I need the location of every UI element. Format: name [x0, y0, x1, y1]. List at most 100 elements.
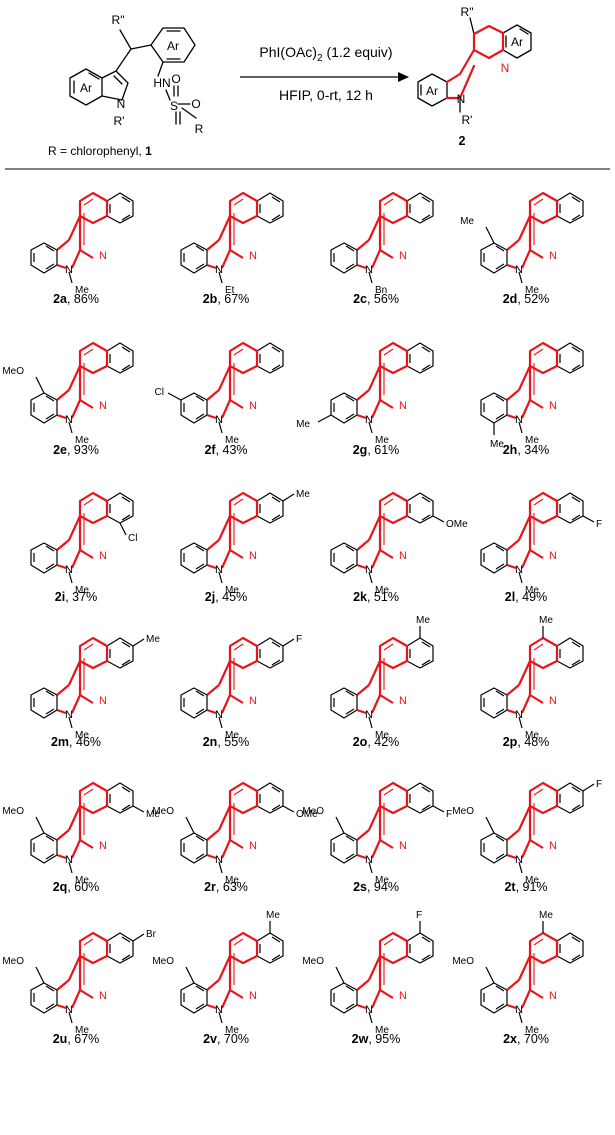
indoloquinoline-core [29, 491, 135, 585]
n-substituent-label: Me [75, 585, 89, 596]
compound-yield: , 49% [515, 590, 548, 604]
indoloquinoline-core [29, 931, 135, 1025]
ring-nitrogen-label: N [549, 840, 557, 852]
indoloquinoline-core [29, 781, 135, 875]
indole-nitrogen-label: N [515, 564, 523, 576]
indole-nitrogen-label: N [215, 264, 223, 276]
indole-nitrogen-label: N [65, 709, 73, 721]
compound-yield: , 95% [368, 1032, 401, 1046]
start-id: 1 [145, 144, 152, 158]
compound-caption-2b: 2b, 67% [203, 292, 250, 306]
compound-caption-2i: 2i, 37% [55, 590, 97, 604]
n-substituent-label: Me [525, 730, 539, 741]
indole-nitrogen-label: N [515, 709, 523, 721]
indole-nitrogen-label: N [215, 709, 223, 721]
substituent-bond [185, 966, 195, 984]
compound-yield: , 51% [366, 590, 399, 604]
compound-id: 2g [352, 443, 368, 457]
compound-id: 2m [50, 735, 70, 749]
compound-yield: , 42% [367, 735, 400, 749]
compound-caption-2f: 2f, 43% [204, 443, 247, 457]
n-substituent-label: Me [225, 1025, 239, 1036]
indole-nitrogen-label: N [65, 564, 73, 576]
r-definition: R = chlorophenyl, 1 [48, 144, 152, 158]
indoloquinoline-core [329, 781, 435, 875]
label-r: R [195, 122, 204, 136]
ring-nitrogen-label: N [249, 400, 257, 412]
substituent-bond [317, 414, 332, 423]
substituent-bond [432, 805, 445, 813]
substituent-bond [282, 638, 295, 647]
ring-nitrogen-label: N [249, 550, 257, 562]
compound-caption-2s: 2s, 94% [353, 880, 399, 894]
label-r1: R' [114, 114, 125, 128]
indoloquinoline-core [29, 191, 135, 285]
indole-nitrogen-label: N [215, 564, 223, 576]
substituent-bond [485, 816, 495, 834]
indoloquinoline-core [329, 491, 435, 585]
compound-yield: , 91% [515, 880, 548, 894]
compound-id: 2k [353, 590, 367, 604]
conditions-label: HFIP, 0-rt, 12 h [279, 87, 373, 103]
n-substituent-label: Me [375, 435, 389, 446]
indoloquinoline-core [179, 491, 285, 585]
compound-caption-2c: 2c, 56% [353, 292, 399, 306]
compound-caption-2u: 2u, 67% [53, 1032, 100, 1046]
ring-nitrogen-label: N [399, 400, 407, 412]
compound-caption-2o: 2o, 42% [353, 735, 400, 749]
indole-nitrogen-label: N [215, 414, 223, 426]
p-label-r2: R" [461, 5, 474, 19]
n-substituent-label: Me [525, 875, 539, 886]
indole-nitrogen-label: N [65, 414, 73, 426]
ring-nitrogen-label: N [99, 840, 107, 852]
n-substituent-label: Me [375, 875, 389, 886]
compound-yield: , 67% [67, 1032, 100, 1046]
compound-caption-2e: 2e, 93% [53, 443, 99, 457]
indoloquinoline-core [329, 636, 435, 730]
substituent-label: F [446, 809, 452, 820]
substituent-bond [485, 226, 495, 244]
substituent-label: Me [296, 419, 310, 430]
ring-nitrogen-label: N [249, 695, 257, 707]
compound-yield: , 70% [216, 1032, 249, 1046]
substituent-label: OMe [446, 519, 468, 530]
indole-nitrogen-label: N [65, 1004, 73, 1016]
n-substituent-label: Me [225, 730, 239, 741]
label-ar-top: Ar [167, 39, 179, 53]
reagent-label: PhI(OAc)2 (1.2 equiv) [259, 44, 392, 64]
compound-id: 2v [203, 1032, 217, 1046]
substituent-label: F [596, 779, 602, 790]
compound-caption-2r: 2r, 63% [204, 880, 248, 894]
n-substituent-label: Me [225, 585, 239, 596]
substituent-label: MeO [302, 806, 324, 817]
compound-yield: , 48% [517, 735, 550, 749]
indole-nitrogen-label: N [365, 564, 373, 576]
compound-id: 2d [502, 292, 518, 306]
substituent-bond [167, 392, 182, 401]
compound-caption-2a: 2a, 86% [53, 292, 99, 306]
p-label-ar-top: Ar [511, 35, 523, 49]
indoloquinoline-core [479, 636, 585, 730]
substituent-label: Me [460, 216, 474, 227]
indoloquinoline-core [29, 636, 135, 730]
compound-caption-2m: 2m, 46% [51, 735, 101, 749]
compound-yield: , 86% [66, 292, 99, 306]
compound-id: 2w [351, 1032, 369, 1046]
compound-id: 2c [353, 292, 367, 306]
p-label-ar-left: Ar [426, 84, 438, 98]
reaction-arrow [240, 72, 409, 82]
